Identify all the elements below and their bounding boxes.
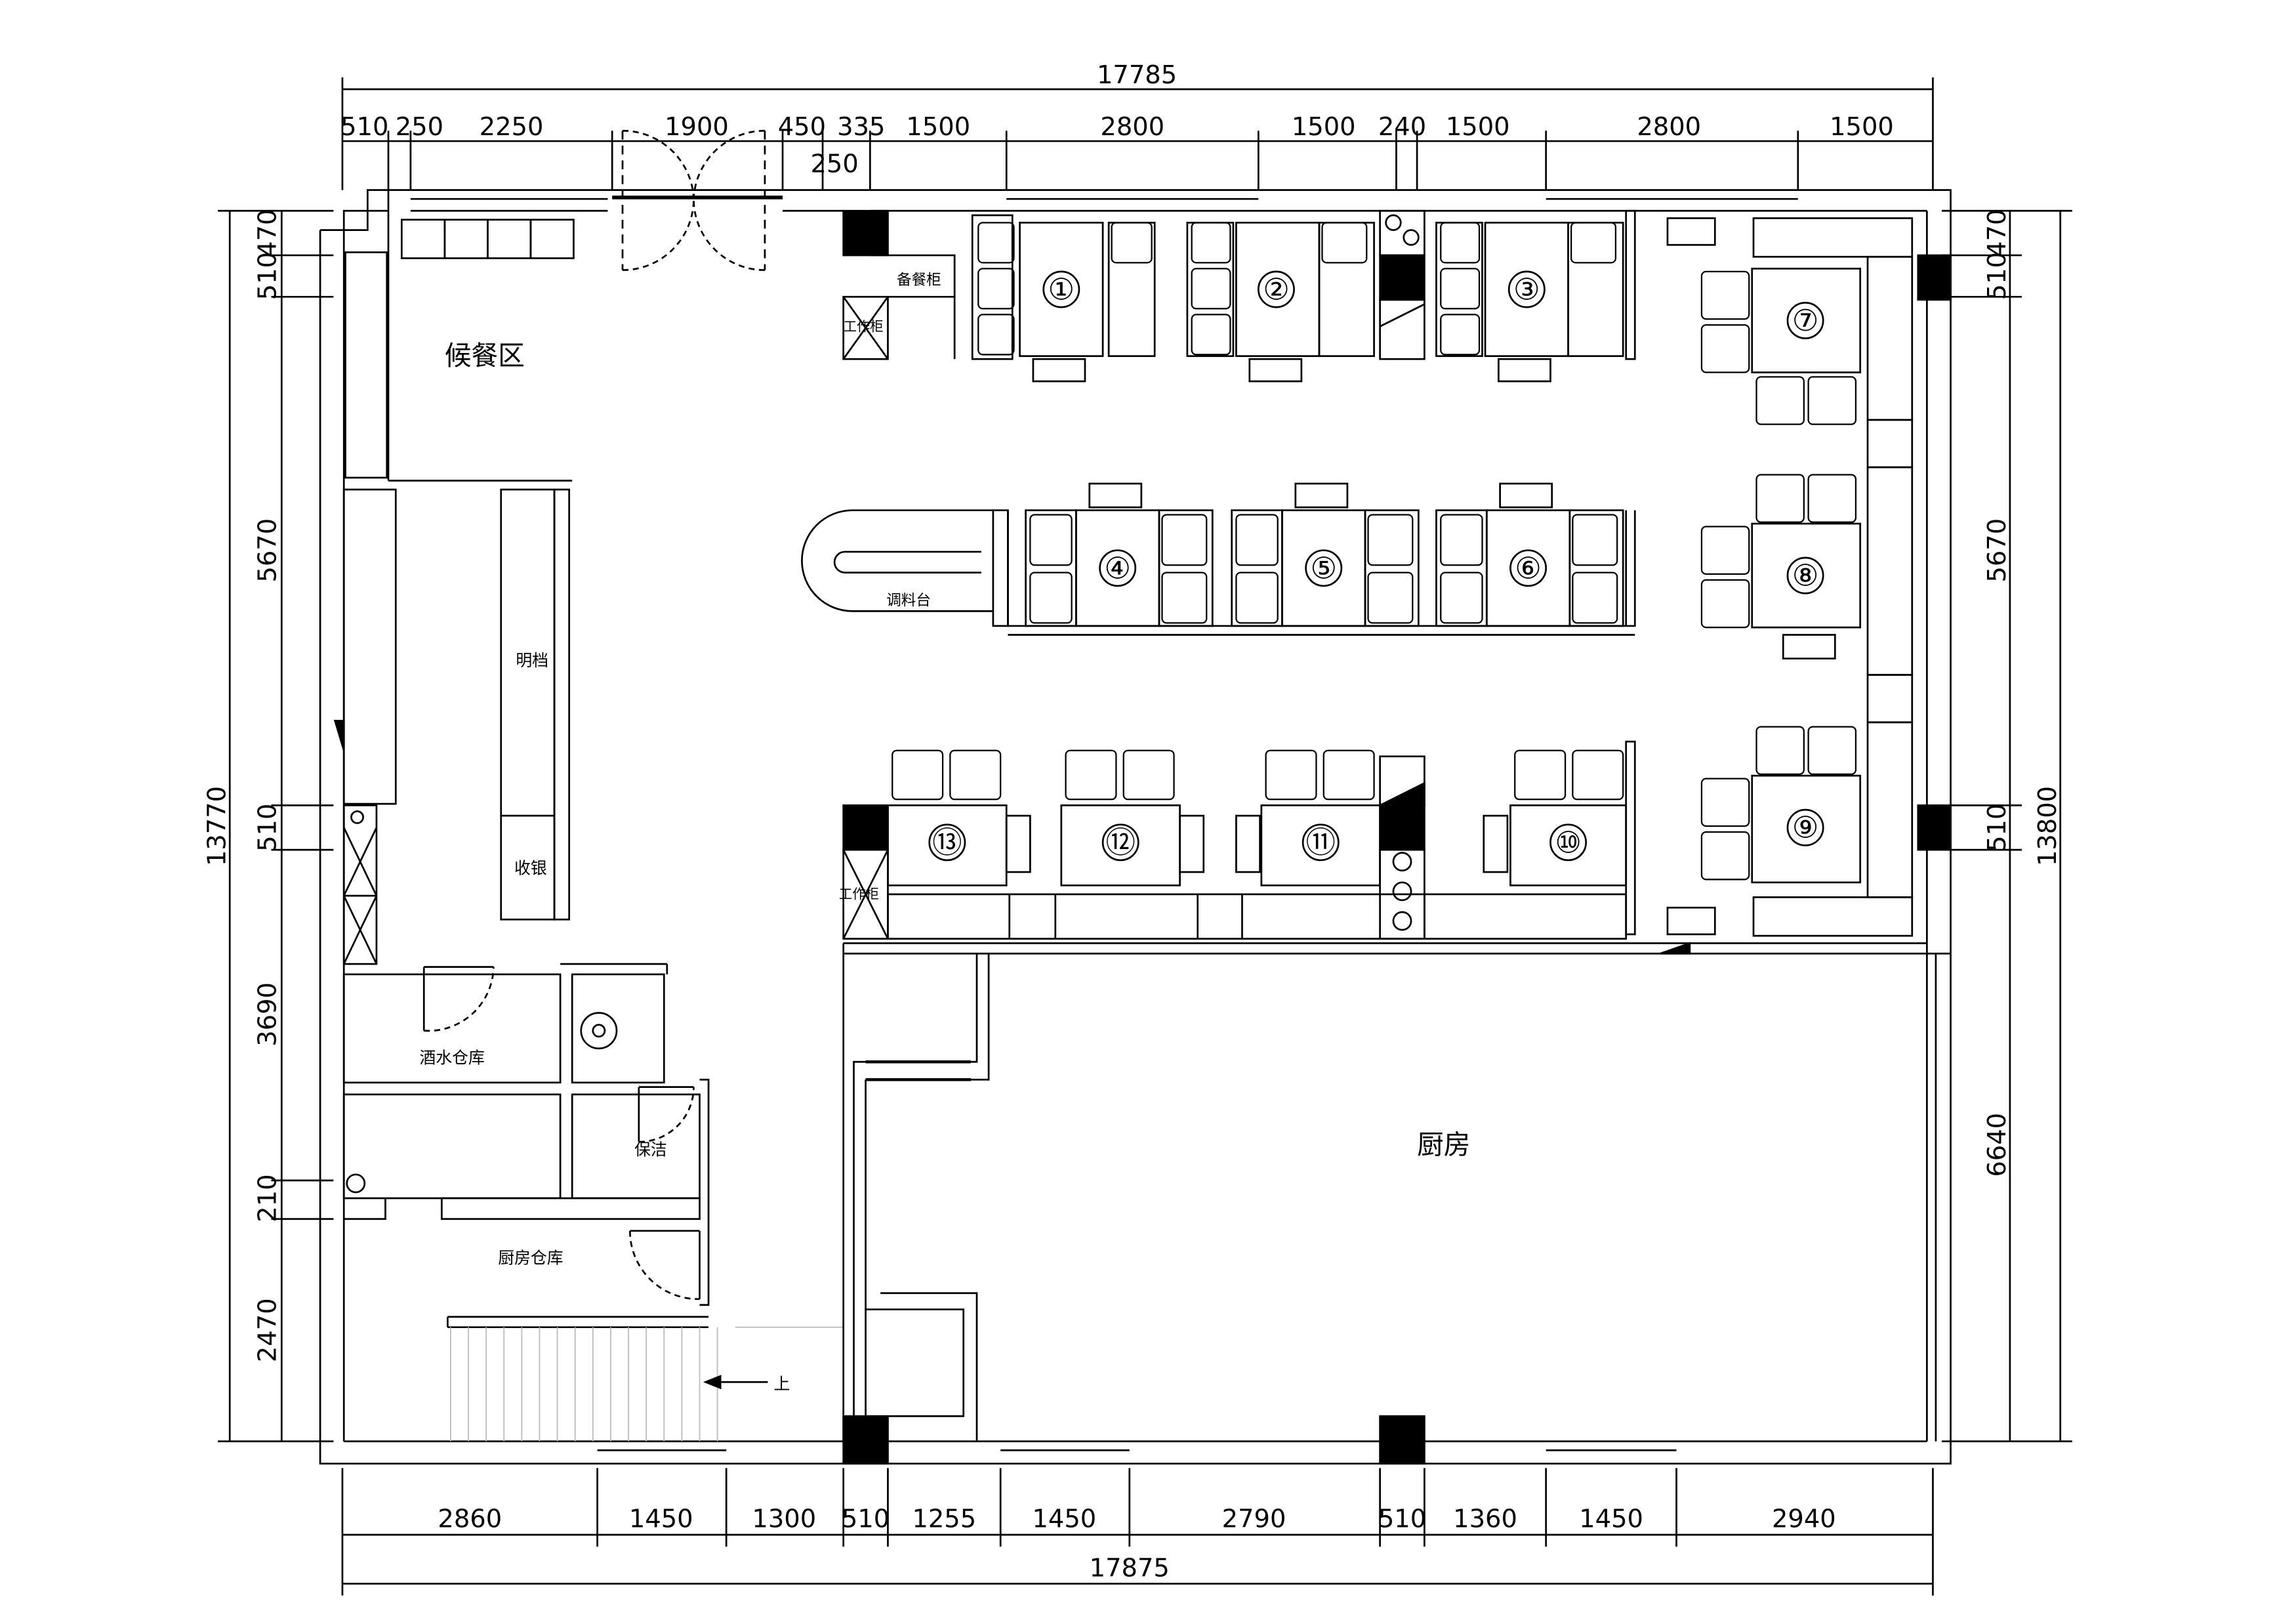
top-dim-10: 240 [1378,112,1426,142]
table-1-number: ① [1048,272,1075,307]
open-counter-block [333,211,573,965]
booth-tables-middle [1025,482,1624,627]
cleaning-label: 保洁 [634,1140,667,1159]
top-dim-6: 335 [837,112,885,142]
bottom-total-dim: 17875 [1090,1553,1170,1583]
top-dim-2: 250 [396,112,443,142]
bottom-dim-11: 2940 [1772,1505,1836,1534]
bottom-dim-9: 1360 [1453,1505,1517,1534]
table-10-number: ⑩ [1555,825,1582,860]
top-total-dim: 17785 [1097,60,1177,90]
top-dim-3: 2250 [480,112,544,142]
right-dim-5: 6640 [1982,1113,2012,1177]
table-12-number: ⑫ [1106,825,1136,860]
left-dimension-lines [218,209,334,1443]
kitchen-storage-label: 厨房仓库 [498,1249,563,1268]
bottom-dim-5: 1255 [912,1505,976,1534]
bottom-dim-8: 510 [1378,1505,1426,1534]
table-9-number: ⑨ [1792,810,1819,845]
left-dim-4: 510 [253,804,282,852]
back-rooms [342,963,844,1442]
bottom-dimension-text: 2860 1450 1300 510 1255 1450 2790 510 13… [438,1505,1835,1583]
door-width-dim: 250 [810,150,858,179]
top-dim-7: 1500 [906,112,970,142]
bottom-dim-4: 510 [842,1505,890,1534]
stairs-up-label: 上 [773,1375,790,1394]
top-dim-12: 2800 [1637,112,1701,142]
right-dimension-text: 510 470 5670 510 6640 13800 [1982,209,2062,1177]
bottom-dim-2: 1450 [629,1505,693,1534]
top-dim-8: 2800 [1100,112,1164,142]
chairs [892,222,1857,881]
table-8-number: ⑧ [1792,558,1819,593]
left-dim-7: 2470 [253,1298,282,1362]
table-4-number: ④ [1104,551,1131,585]
bottom-row-tables [887,804,1628,886]
waiting-benches [344,219,575,479]
right-dim-3: 5670 [1982,518,2012,583]
sauce-station-label: 调料台 [886,592,931,609]
table-number-circles [928,270,1824,862]
kitchen-label: 厨房 [1417,1129,1470,1160]
entrance-doors [612,129,783,272]
table-numbers: ① ② ③ ④ ⑤ ⑥ ⑦ ⑧ ⑨ ⑩ ⑪ ⑫ ⑬ [932,272,1818,860]
bottom-dim-10: 1450 [1579,1505,1643,1534]
left-dim-2: 470 [253,209,282,257]
top-dim-13: 1500 [1830,112,1894,142]
left-dimension-text: 13770 510 470 5670 510 3690 210 2470 [202,209,282,1363]
table-5-number: ⑤ [1310,551,1337,585]
top-dim-1: 510 [340,112,388,142]
right-total-dim: 13800 [2033,786,2062,866]
bottom-dimension-lines [341,1468,1934,1596]
work-cabinet-bottom-label: 工作柜 [839,886,879,902]
table-13-number: ⑬ [932,825,962,860]
room-labels: 候餐区 厨房 酒水仓库 保洁 厨房仓库 明档 收银 调料台 备餐柜 工作柜 工作… [419,272,1470,1393]
service-stations [842,209,1952,1465]
left-dim-5: 3690 [253,982,282,1047]
left-dim-3: 5670 [253,518,282,583]
serving-cabinet-label: 备餐柜 [897,272,941,289]
top-dimension-text: 17785 510 250 2250 1900 450 335 1500 280… [340,60,1894,179]
sauce-station-shape [801,509,1009,627]
bottom-dim-3: 1300 [752,1505,816,1534]
liquor-storage-label: 酒水仓库 [419,1048,484,1067]
right-dim-1: 510 [1982,252,2012,300]
bottom-dim-6: 1450 [1032,1505,1096,1534]
bottom-dim-7: 2790 [1222,1505,1286,1534]
cashier-label: 收银 [514,858,547,877]
left-dim-1: 510 [253,252,282,300]
table-3-number: ③ [1513,272,1540,307]
work-cabinet-top-label: 工作柜 [844,318,884,334]
square-tables-right [1751,268,1862,884]
top-dim-11: 1500 [1446,112,1510,142]
left-dim-6: 210 [253,1174,282,1222]
waiting-area-label: 候餐区 [445,340,525,371]
table-7-number: ⑦ [1792,303,1819,338]
right-dim-2: 470 [1982,209,2012,257]
open-counter-label: 明档 [516,651,548,670]
table-6-number: ⑥ [1515,551,1542,585]
top-dimension-lines [341,77,1934,190]
right-dimension-lines [1941,209,2072,1443]
top-dim-4: 1900 [665,112,729,142]
table-11-number: ⑪ [1306,825,1336,860]
left-total-dim: 13770 [202,786,232,866]
right-dim-4: 510 [1982,804,2012,852]
top-dim-9: 1500 [1292,112,1356,142]
top-dim-5: 450 [778,112,826,142]
kitchen-walls [842,942,1951,1442]
table-2-number: ② [1263,272,1290,307]
bottom-dim-1: 2860 [438,1505,502,1534]
